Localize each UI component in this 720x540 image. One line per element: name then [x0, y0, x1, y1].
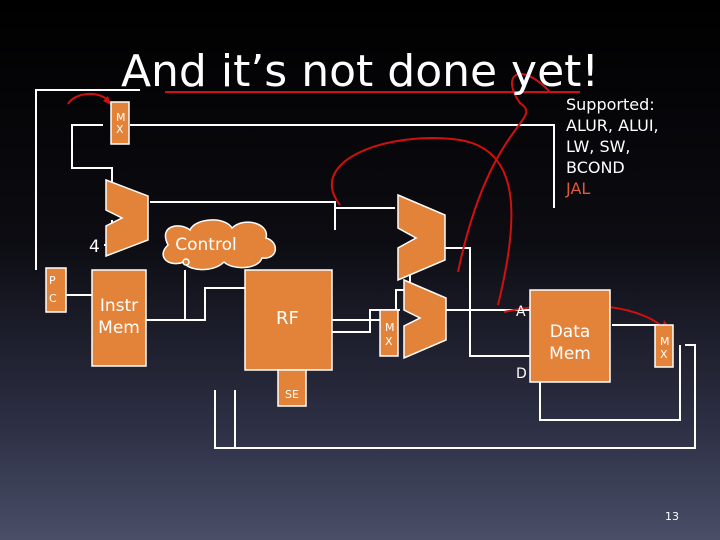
mux-middle-x: X [385, 335, 393, 348]
branch-adder [397, 193, 446, 282]
mux-right-x: X [660, 348, 668, 361]
mux-top-m: M [116, 111, 126, 124]
data-mem-addr-label: A [516, 304, 526, 320]
mux-top: M X [110, 101, 130, 145]
data-mem-line1: Data [550, 322, 591, 342]
control-label: Control [175, 235, 236, 255]
pc-adder [105, 178, 149, 258]
instr-mem-line2: Mem [98, 318, 140, 338]
supported-line-jal: JAL [565, 179, 590, 198]
mux-middle-m: M [385, 321, 395, 334]
page-number: 13 [665, 510, 679, 523]
rf-label: RF [276, 308, 299, 329]
pc-register: P C [45, 267, 67, 313]
pc-letter-p: P [49, 274, 56, 287]
mux-right: M X [654, 324, 674, 368]
supported-line-bcond: BCOND [566, 158, 625, 177]
control-unit: Control [162, 219, 276, 271]
supported-heading: Supported: [566, 95, 655, 114]
instruction-memory: Instr Mem [91, 269, 147, 367]
slide-title: And it’s not done yet! [121, 46, 599, 97]
register-file: RF [244, 269, 333, 371]
data-memory: Data Mem [529, 289, 611, 383]
alu [403, 278, 447, 360]
sign-extend-label: SE [285, 388, 299, 401]
mux-middle: M X [379, 309, 399, 357]
supported-instructions: Supported: ALUR, ALUI, LW, SW, BCOND JAL [565, 95, 659, 198]
mux-right-m: M [660, 335, 670, 348]
const-four: 4 [89, 237, 100, 257]
supported-line-lwsw: LW, SW, [566, 137, 631, 156]
mux-top-x: X [116, 123, 124, 136]
supported-line-alu: ALUR, ALUI, [566, 116, 659, 135]
pc-letter-c: C [49, 292, 57, 305]
sign-extend: SE [277, 369, 307, 407]
instr-mem-line1: Instr [100, 296, 138, 316]
data-mem-data-label: D [516, 366, 527, 382]
data-mem-line2: Mem [549, 344, 591, 364]
